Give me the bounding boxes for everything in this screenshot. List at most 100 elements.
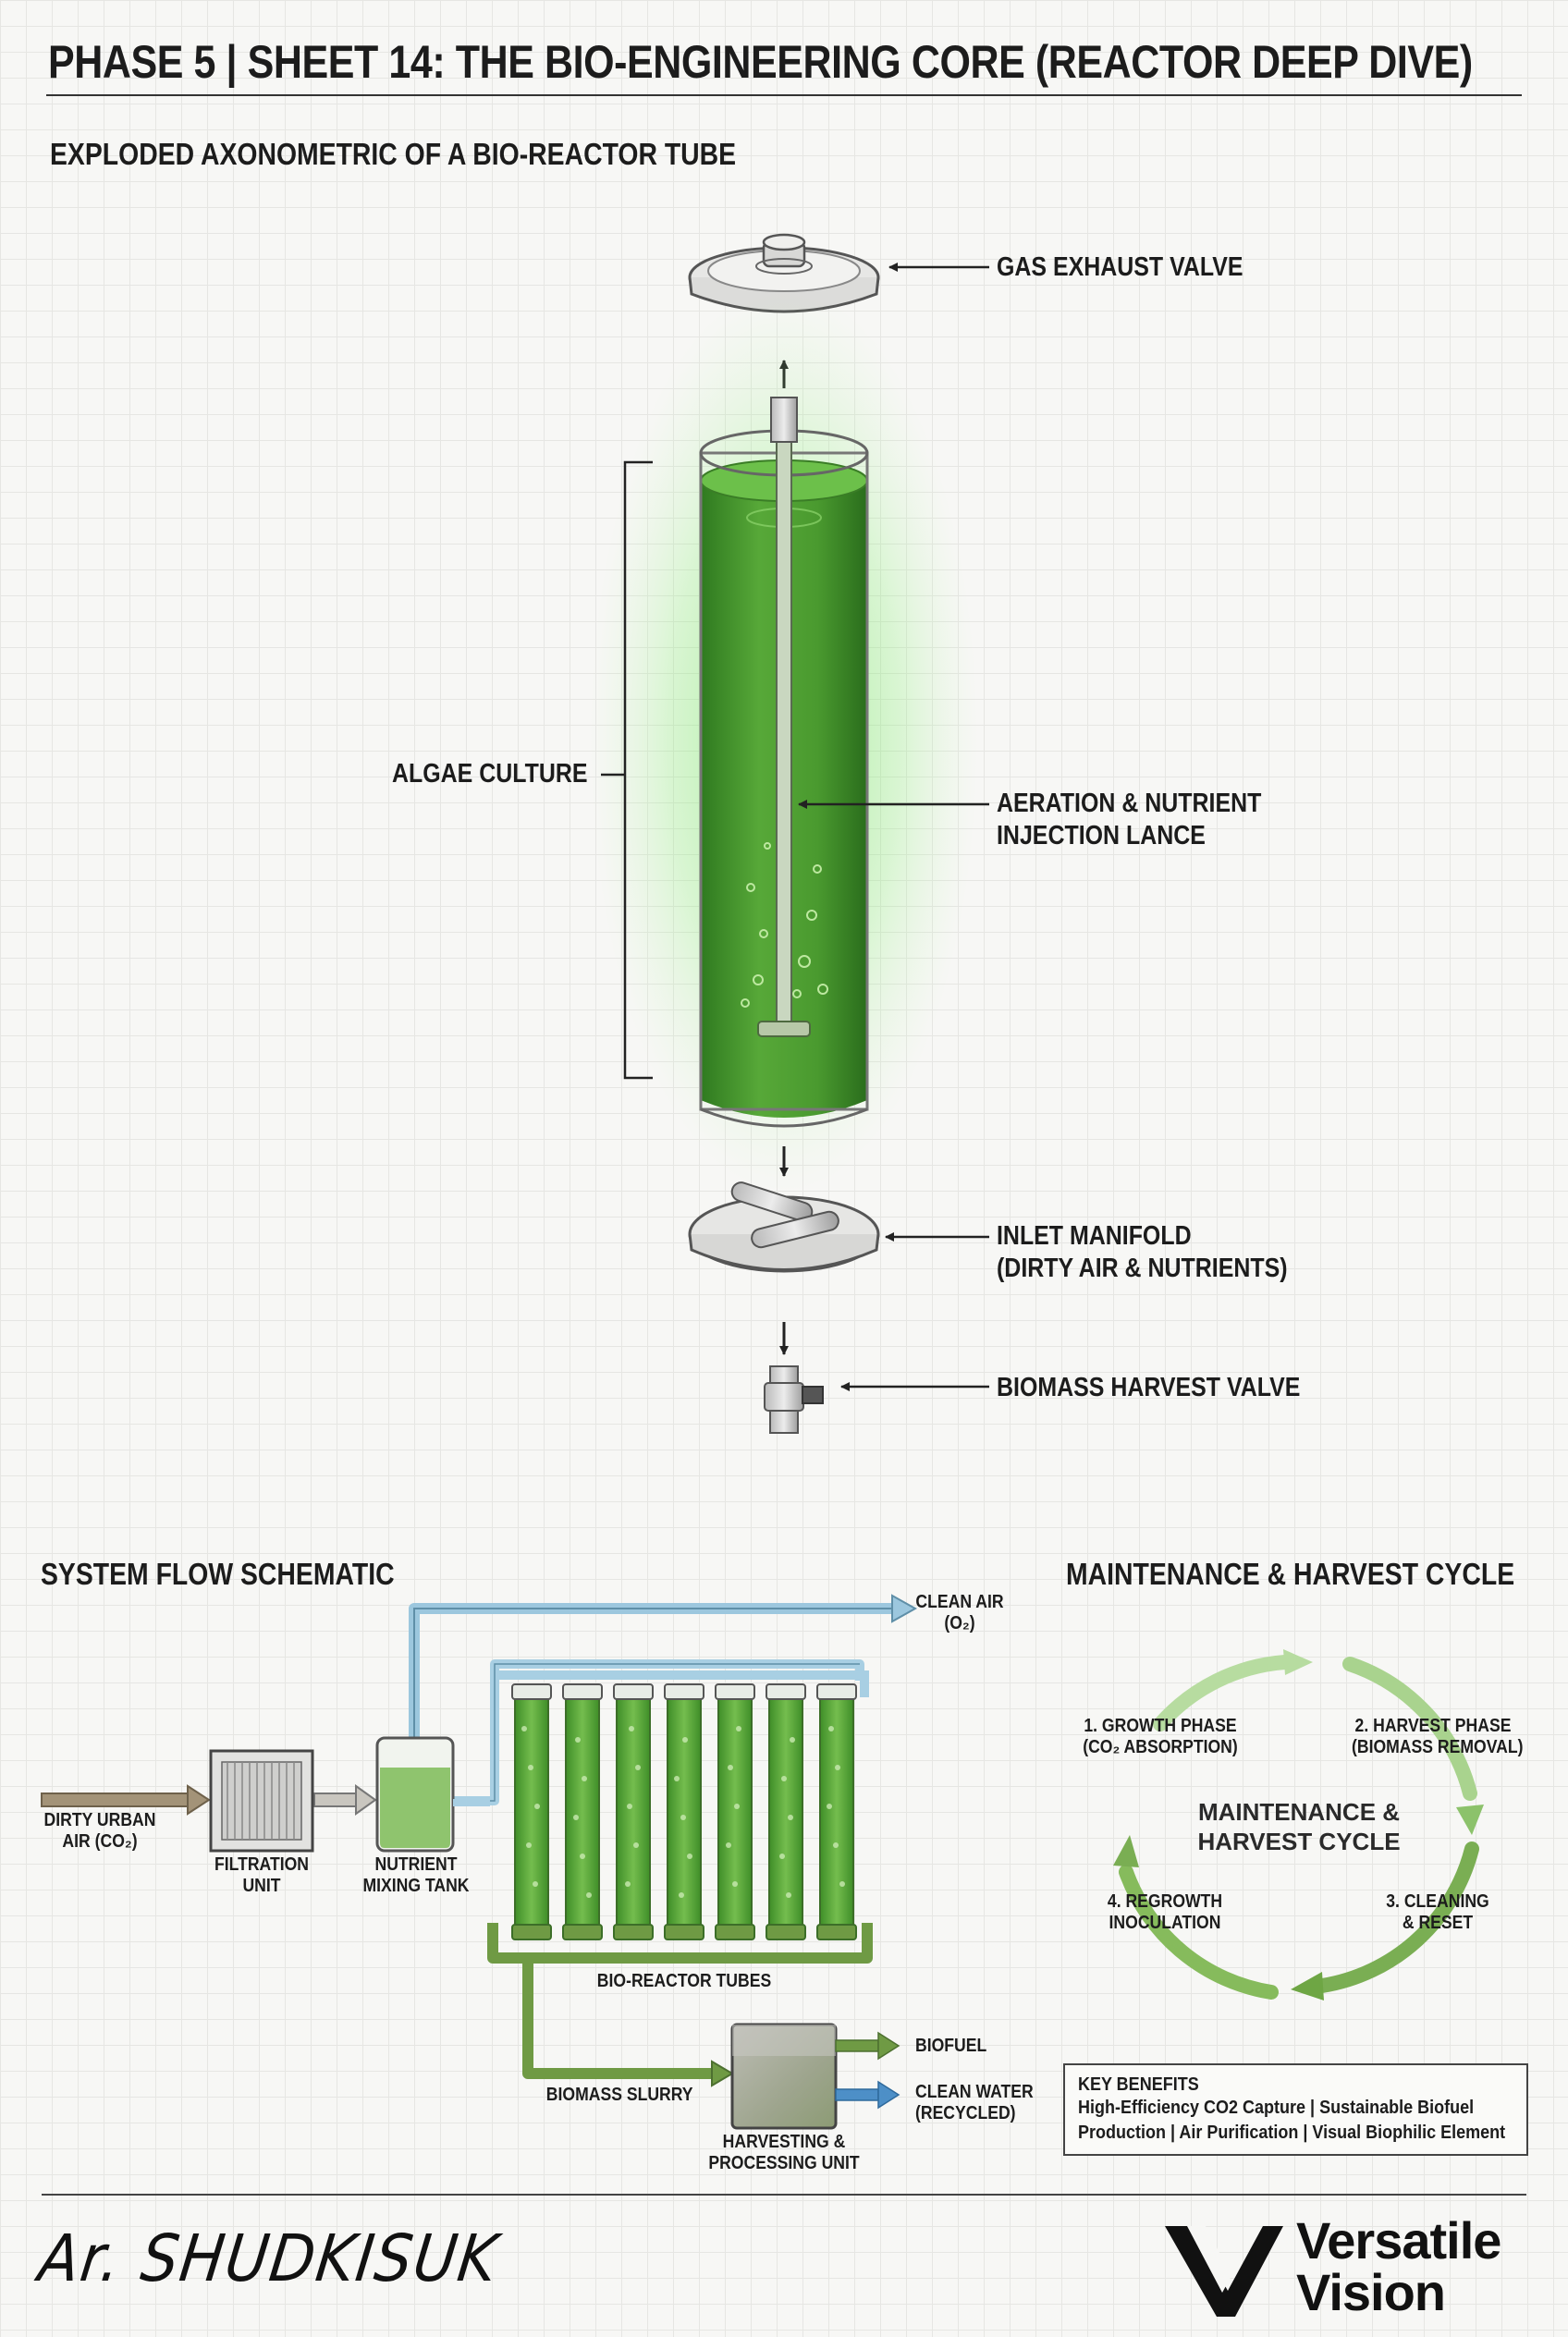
bioreactor-tube-base xyxy=(664,1924,704,1940)
page-title: PHASE 5 | SHEET 14: THE BIO-ENGINEERING … xyxy=(48,36,1473,88)
bubble xyxy=(786,1892,791,1898)
cycle-step-harvest: 2. HARVEST PHASE(BIOMASS REMOVAL) xyxy=(1352,1716,1524,1757)
bioreactor-tube xyxy=(819,1691,854,1933)
reactor-section-title: EXPLODED AXONOMETRIC OF A BIO-REACTOR TU… xyxy=(50,137,737,171)
algae-culture-label: ALGAE CULTURE xyxy=(392,759,588,789)
bubble xyxy=(679,1892,684,1898)
bioreactor-tubes-label: BIO-REACTOR TUBES xyxy=(596,1971,772,1991)
bioreactor-tube-cap xyxy=(613,1683,654,1700)
bubble xyxy=(533,1881,538,1887)
biomass-slurry-label: BIOMASS SLURRY xyxy=(545,2085,693,2105)
bubble xyxy=(835,1765,840,1770)
bioreactor-tube xyxy=(667,1691,702,1933)
bubble xyxy=(526,1842,532,1848)
bioreactor-tube xyxy=(717,1691,753,1933)
tube-top-manifold xyxy=(499,1670,869,1697)
biomass-harvest-valve-label: BIOMASS HARVEST VALVE xyxy=(997,1373,1301,1402)
bubble xyxy=(625,1881,631,1887)
bubble xyxy=(629,1726,634,1731)
bubble xyxy=(575,1737,581,1743)
bioreactor-tube-base xyxy=(511,1924,552,1940)
bubble xyxy=(827,1804,832,1809)
bioreactor-tube-cap xyxy=(562,1683,603,1700)
gas-exhaust-valve-label: GAS EXHAUST VALVE xyxy=(997,252,1243,282)
bioreactor-tube-cap xyxy=(511,1683,552,1700)
bubble xyxy=(633,1842,639,1848)
inlet-manifold-label-2: (DIRTY AIR & NUTRIENTS) xyxy=(997,1254,1288,1283)
lance-label-1: AERATION & NUTRIENT xyxy=(997,789,1262,818)
nutrient-mixing-tank-icon xyxy=(375,1736,490,1853)
bioreactor-tube-cap xyxy=(715,1683,755,1700)
bubble xyxy=(573,1815,579,1820)
footer-divider xyxy=(42,2194,1526,2196)
cycle-center-label: MAINTENANCE &HARVEST CYCLE xyxy=(1197,1798,1401,1855)
cycle-section-title: MAINTENANCE & HARVEST CYCLE xyxy=(1066,1557,1515,1591)
processing-unit-label: HARVESTING &PROCESSING UNIT xyxy=(708,2132,860,2173)
bioreactor-tube-base xyxy=(613,1924,654,1940)
clean-air-pipe xyxy=(409,1594,918,1738)
bubble xyxy=(582,1776,587,1781)
algae-culture-bracket xyxy=(601,460,653,1080)
bubble xyxy=(779,1854,785,1859)
bioreactor-tube-base xyxy=(766,1924,806,1940)
bubble xyxy=(828,1726,834,1731)
bubble xyxy=(788,1815,793,1820)
bubble xyxy=(781,1776,787,1781)
bioreactor-tube-base xyxy=(816,1924,857,1940)
bioreactor-tube xyxy=(768,1691,803,1933)
bubble xyxy=(627,1804,632,1809)
bubble xyxy=(790,1737,795,1743)
title-divider xyxy=(46,94,1522,96)
bioreactor-tube-cap xyxy=(816,1683,857,1700)
bubble xyxy=(635,1765,641,1770)
biofuel-output-arrow xyxy=(835,2031,900,2061)
key-benefits-heading: KEY BENEFITS xyxy=(1078,2074,1199,2095)
bioreactor-tube-array xyxy=(487,1670,873,1964)
harvesting-processing-unit-icon xyxy=(730,2023,838,2130)
clean-water-output-arrow xyxy=(835,2080,900,2110)
bioreactor-tube-cap xyxy=(664,1683,704,1700)
bubble xyxy=(736,1726,741,1731)
bubble xyxy=(674,1776,680,1781)
bubble xyxy=(833,1842,839,1848)
cycle-step-growth: 1. GROWTH PHASE(CO₂ ABSORPTION) xyxy=(1083,1716,1238,1757)
dirty-air-inlet-pipe xyxy=(41,1784,377,1816)
inlet-manifold-icon xyxy=(688,1181,880,1273)
bubble xyxy=(682,1737,688,1743)
clean-water-label: CLEAN WATER(RECYCLED) xyxy=(915,2082,1034,2123)
cycle-step-cleaning: 3. CLEANING& RESET xyxy=(1386,1891,1489,1933)
bubble xyxy=(528,1765,533,1770)
bioreactor-tube-base xyxy=(562,1924,603,1940)
key-benefits-box: KEY BENEFITS High-Efficiency CO2 Capture… xyxy=(1063,2063,1528,2156)
bubble xyxy=(586,1892,592,1898)
bubble xyxy=(521,1726,527,1731)
key-benefits-text: High-Efficiency CO2 Capture | Sustainabl… xyxy=(1078,2098,1506,2143)
bubble xyxy=(726,1842,731,1848)
biomass-slurry-pipe xyxy=(522,1958,734,2087)
bioreactor-tube xyxy=(565,1691,600,1933)
bubble xyxy=(680,1815,686,1820)
clean-air-label: CLEAN AIR(O₂) xyxy=(915,1592,1004,1633)
bubble xyxy=(580,1854,585,1859)
bubble xyxy=(732,1881,738,1887)
biofuel-label: BIOFUEL xyxy=(915,2036,987,2056)
bubble xyxy=(839,1881,845,1887)
bubble xyxy=(534,1804,540,1809)
bioreactor-tube xyxy=(514,1691,549,1933)
cycle-arrows xyxy=(1113,1649,1484,2001)
flow-section-title: SYSTEM FLOW SCHEMATIC xyxy=(41,1557,395,1591)
bubble xyxy=(687,1854,692,1859)
lance-label-2: INJECTION LANCE xyxy=(997,821,1206,850)
bioreactor-tube-cap xyxy=(766,1683,806,1700)
architect-signature: Ar. SHUDKISUK xyxy=(34,2221,503,2296)
reactor-tube-icon xyxy=(590,287,978,1193)
versatile-vision-logo-icon xyxy=(1165,2226,1283,2317)
biomass-harvest-valve-icon xyxy=(764,1365,824,1434)
bubble xyxy=(734,1804,740,1809)
